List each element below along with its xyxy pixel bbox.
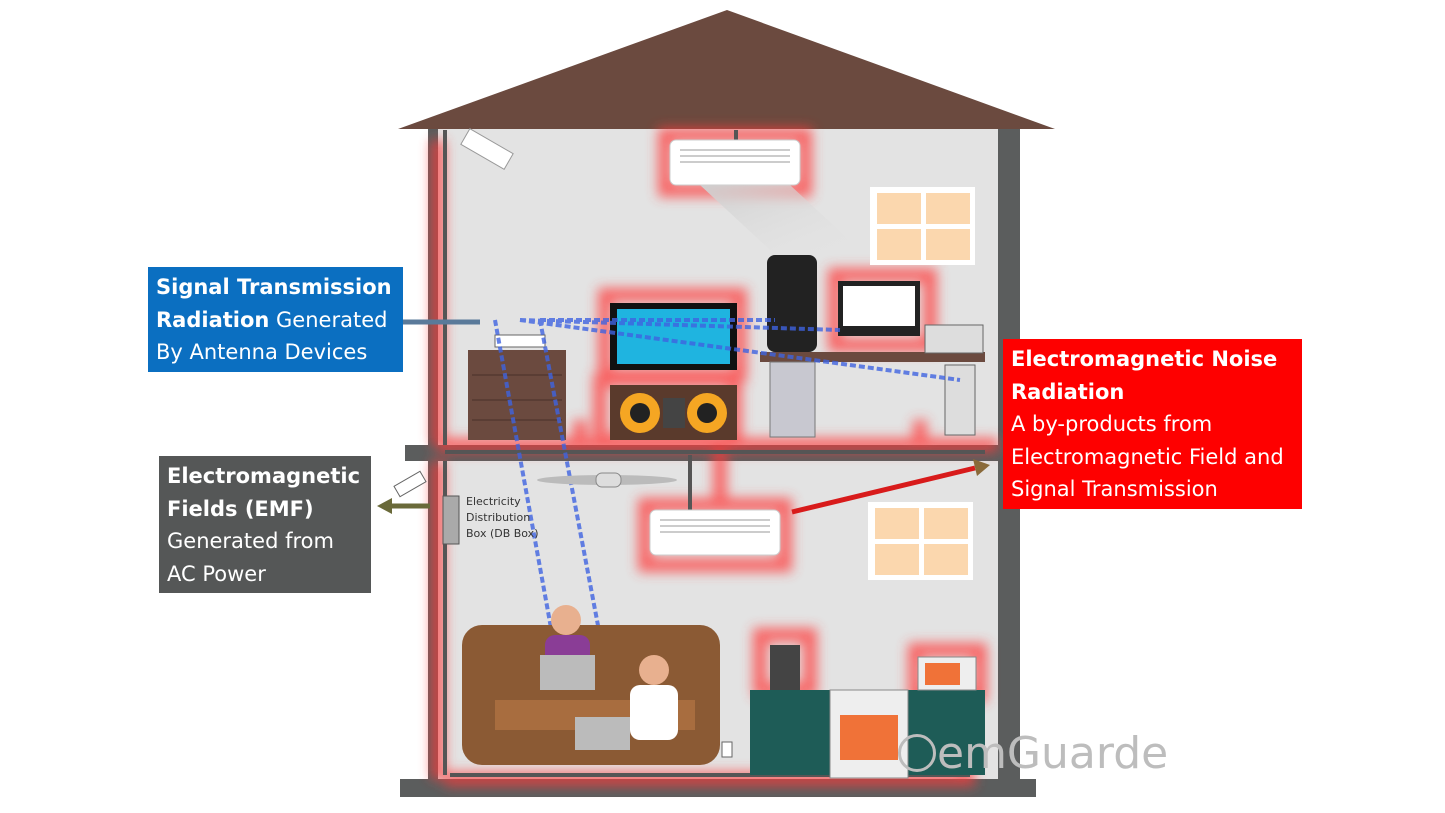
db-box-label-line: Electricity: [466, 495, 521, 508]
person-woman: [551, 605, 581, 635]
db-box-label-line: Distribution: [466, 511, 531, 524]
printer: [924, 324, 984, 354]
arrow-noise: [791, 459, 990, 515]
callout-emf-text: Generated from AC Power: [167, 529, 334, 586]
watermark-logo-icon: [898, 734, 936, 772]
callout-signal-bold: Signal Transmission Radiation: [156, 275, 392, 332]
dresser: [468, 350, 566, 440]
callout-noise: Electromagnetic Noise Radiation A by-prod…: [1003, 339, 1302, 509]
roof: [398, 10, 1055, 129]
db-box: [442, 495, 460, 545]
callout-signal-transmission: Signal Transmission Radiation Generated …: [148, 267, 403, 372]
window-lower: [868, 502, 973, 580]
wall-outlet: [721, 741, 733, 758]
watermark-text: emGuarde: [937, 728, 1169, 779]
filing-cabinet: [769, 361, 816, 438]
laptop-1: [540, 655, 595, 690]
laptop-2: [575, 717, 630, 750]
wall-plug: [393, 470, 427, 498]
cctv-camera: [460, 128, 514, 170]
pc-tower: [944, 364, 976, 436]
db-box-label: Electricity Distribution Box (DB Box): [466, 494, 539, 542]
callout-noise-text: A by-products from Electromagnetic Field…: [1011, 412, 1284, 501]
person-man: [639, 655, 669, 685]
wifi-router: [494, 334, 546, 348]
arrow-emf: [377, 498, 430, 514]
callout-emf: Electromagnetic Fields (EMF) Generated fr…: [159, 456, 371, 593]
coffee-maker: [770, 645, 800, 690]
callout-noise-bold: Electromagnetic Noise Radiation: [1011, 347, 1278, 404]
emf-device: [767, 255, 817, 352]
wiring: [443, 130, 985, 777]
watermark: emGuarde: [895, 728, 1168, 779]
db-box-label-line: Box (DB Box): [466, 527, 539, 540]
signal-lines: [493, 318, 961, 716]
callout-signal-text: Generated By Antenna Devices: [156, 307, 388, 365]
window-upper: [870, 187, 975, 265]
callout-emf-bold: Electromagnetic Fields (EMF): [167, 464, 361, 521]
desk: [760, 352, 985, 362]
